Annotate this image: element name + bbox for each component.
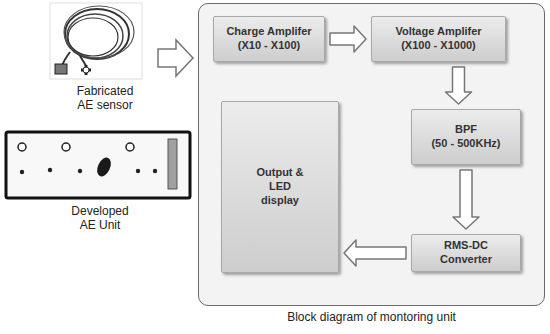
box-title: Output & LED display [256, 166, 304, 207]
block-arrow [453, 170, 479, 229]
box-range: (X10 - X100) [238, 39, 300, 53]
sensor-photo [50, 3, 142, 79]
block-arrow [344, 240, 406, 266]
box-range: (50 - 500KHz) [431, 137, 500, 151]
photo-caption: Fabricated AE sensor [68, 84, 142, 113]
box-title: Voltage Amplifer [395, 25, 481, 39]
box-range: (X100 - X1000) [401, 39, 476, 53]
process-box: RMS-DC Converter [411, 234, 521, 272]
block-arrow [446, 67, 472, 104]
process-box: Output & LED display [221, 101, 339, 273]
box-heading: Block diagram of montoring unit [199, 310, 544, 324]
flow-arrow [158, 40, 193, 76]
box-title: BPF [455, 123, 477, 137]
process-box: BPF(50 - 500KHz) [411, 109, 521, 165]
block-arrow [330, 26, 366, 52]
process-box: Charge Amplifer(X10 - X100) [213, 16, 325, 62]
photo-caption: Developed AE Unit [63, 204, 137, 233]
box-title: RMS-DC Converter [418, 239, 514, 267]
panel-box: Block diagram of montoring unitCharge Am… [198, 3, 545, 306]
process-box: Voltage Amplifer(X100 - X1000) [371, 16, 506, 62]
box-title: Charge Amplifer [226, 25, 311, 39]
ae-unit-photo [6, 132, 190, 198]
